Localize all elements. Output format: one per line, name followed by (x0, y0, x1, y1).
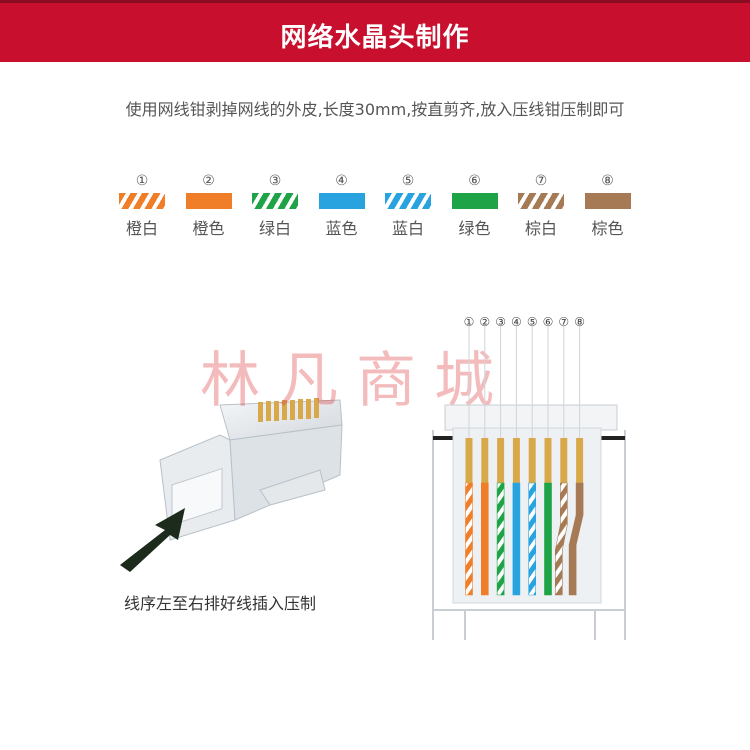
housing-top (444, 404, 618, 431)
legend-swatch (318, 193, 365, 209)
legend-swatch (119, 193, 165, 209)
legend-swatch (185, 193, 232, 209)
legend-number: ① (135, 173, 149, 189)
wire-strand (544, 482, 552, 596)
legend-item: ② 橙色 (179, 172, 239, 239)
wire-number: ⑦ (558, 315, 569, 329)
gold-pin (497, 438, 505, 483)
wire-number: ② (479, 315, 490, 329)
legend-number: ⑧ (601, 173, 614, 189)
gold-contacts (258, 398, 319, 422)
legend-item: ③ 绿白 (245, 172, 305, 239)
legend-label: 蓝白 (391, 219, 424, 238)
legend-number: ③ (268, 173, 282, 189)
legend-item: ① 橙白 (112, 172, 172, 239)
banner-title: 网络水晶头制作 (280, 23, 470, 53)
gold-pin (576, 438, 584, 483)
gold-pin (512, 438, 520, 483)
wire-strand (528, 482, 536, 596)
instruction-text: 使用网线钳剥掉网线的外皮,长度30mm,按直剪齐,放入压线钳压制即可 (125, 100, 625, 119)
watermark: 林凡商城 (200, 346, 512, 416)
wire-strand (496, 482, 505, 596)
legend-swatch (518, 193, 564, 209)
wire-strand (481, 482, 489, 596)
legend-number: ④ (335, 173, 348, 189)
cable-boot (432, 610, 626, 640)
wire-strand (465, 482, 473, 596)
legend-number: ② (202, 173, 215, 189)
legend-label: 蓝色 (325, 219, 358, 238)
gold-pin (465, 438, 473, 483)
legend-label: 棕色 (591, 219, 624, 238)
legend-item: ⑤ 蓝白 (378, 172, 438, 239)
wire-number: ⑧ (574, 315, 585, 329)
legend-swatch (584, 193, 631, 209)
legend-number: ⑥ (468, 173, 481, 189)
legend-item: ⑦ 棕白 (511, 172, 571, 239)
housing-outline (432, 430, 626, 611)
gold-pin (544, 438, 552, 483)
legend-number: ⑤ (401, 173, 415, 189)
insert-arrow-icon (120, 508, 185, 572)
gold-pin (481, 438, 489, 483)
rj45-connector-illustration (120, 398, 343, 572)
wire-number: ① (464, 315, 475, 329)
legend-item: ④ 蓝色 (312, 172, 372, 239)
title-banner: 网络水晶头制作 (0, 0, 750, 62)
connector-latch (259, 469, 326, 506)
wire-strand (568, 482, 584, 596)
legend-label: 橙白 (125, 219, 158, 238)
connector-front-window (171, 467, 223, 526)
legend-item: ⑥ 绿色 (445, 172, 505, 239)
legend-label: 橙色 (192, 219, 225, 238)
wire-strand (512, 482, 521, 596)
wire-strand (555, 482, 568, 596)
legend-label: 棕白 (524, 219, 557, 238)
wire-number: ③ (495, 315, 506, 329)
wire-number: ④ (511, 315, 522, 329)
wire-number: ⑤ (527, 315, 538, 329)
legend-swatch (385, 193, 431, 209)
legend-swatch (451, 193, 498, 209)
caption-text: 线序左至右排好线插入压制 (124, 594, 317, 613)
legend-swatch (252, 193, 298, 209)
wire-number: ⑥ (543, 315, 554, 329)
connector-side-face (229, 424, 343, 521)
legend-label: 绿白 (258, 219, 291, 238)
legend-item: ⑧ 棕色 (578, 172, 638, 239)
legend-label: 绿色 (458, 219, 491, 238)
gold-pin (528, 438, 536, 483)
gold-pin (560, 438, 568, 483)
wire-color-legend: ① 橙白 ② 橙色 ③ 绿白 ④ 蓝色 ⑤ 蓝白 ⑥ 绿色 ⑦ 棕白 ⑧ 棕色 (112, 172, 652, 242)
legend-number: ⑦ (534, 173, 548, 189)
